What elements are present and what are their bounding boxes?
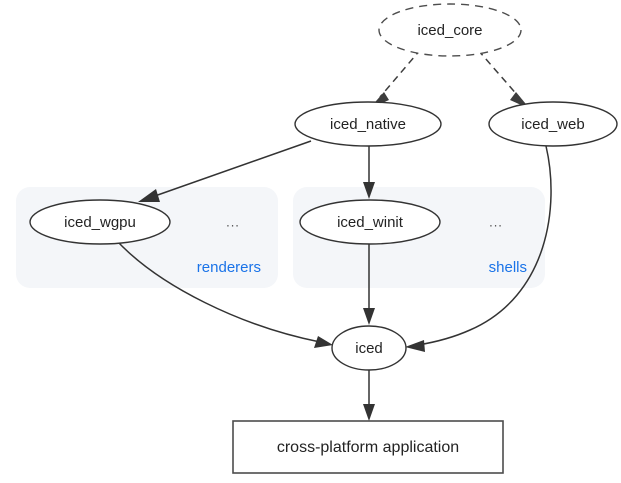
node-application-label: cross-platform application bbox=[277, 439, 459, 456]
node-iced-core-shape[interactable] bbox=[378, 3, 522, 57]
node-application[interactable]: cross-platform application bbox=[232, 420, 504, 474]
node-iced-core-label: iced_core bbox=[417, 22, 482, 39]
node-iced-native-shape[interactable] bbox=[294, 101, 442, 147]
edge-iced-core-to-iced-native bbox=[369, 48, 422, 109]
edge-iced-wgpu-to-iced bbox=[117, 241, 333, 348]
node-iced-wgpu[interactable]: iced_wgpu bbox=[29, 199, 171, 245]
cluster-shells-label: shells bbox=[489, 259, 527, 276]
cluster-renderers-ellipsis: ... bbox=[226, 214, 240, 229]
edge-iced-core-to-iced-web bbox=[477, 49, 530, 109]
edge-iced-winit-to-iced bbox=[363, 244, 375, 325]
node-application-shape[interactable] bbox=[232, 420, 504, 474]
node-iced-core[interactable]: iced_core bbox=[378, 3, 522, 57]
cluster-shells-ellipsis: ... bbox=[489, 214, 503, 229]
node-iced-web-shape[interactable] bbox=[488, 101, 618, 147]
node-iced-winit-label: iced_winit bbox=[337, 214, 404, 231]
node-iced-wgpu-label: iced_wgpu bbox=[64, 214, 136, 231]
node-iced-native-label: iced_native bbox=[330, 116, 406, 133]
edge-iced-native-to-iced-wgpu bbox=[138, 140, 312, 202]
node-iced-wgpu-shape[interactable] bbox=[29, 199, 171, 245]
cluster-renderers-label: renderers bbox=[197, 259, 261, 276]
edge-iced-to-application bbox=[363, 370, 375, 421]
node-iced-winit[interactable]: iced_winit bbox=[299, 199, 441, 245]
edge-iced-native-to-iced-winit bbox=[363, 146, 375, 199]
node-iced-label: iced bbox=[355, 340, 383, 357]
node-iced[interactable]: iced bbox=[331, 325, 407, 371]
node-iced-web-label: iced_web bbox=[521, 116, 584, 133]
node-iced-web[interactable]: iced_web bbox=[488, 101, 618, 147]
node-iced-winit-shape[interactable] bbox=[299, 199, 441, 245]
edge-iced-web-to-iced bbox=[405, 145, 552, 352]
node-iced-shape[interactable] bbox=[331, 325, 407, 371]
node-iced-native[interactable]: iced_native bbox=[294, 101, 442, 147]
